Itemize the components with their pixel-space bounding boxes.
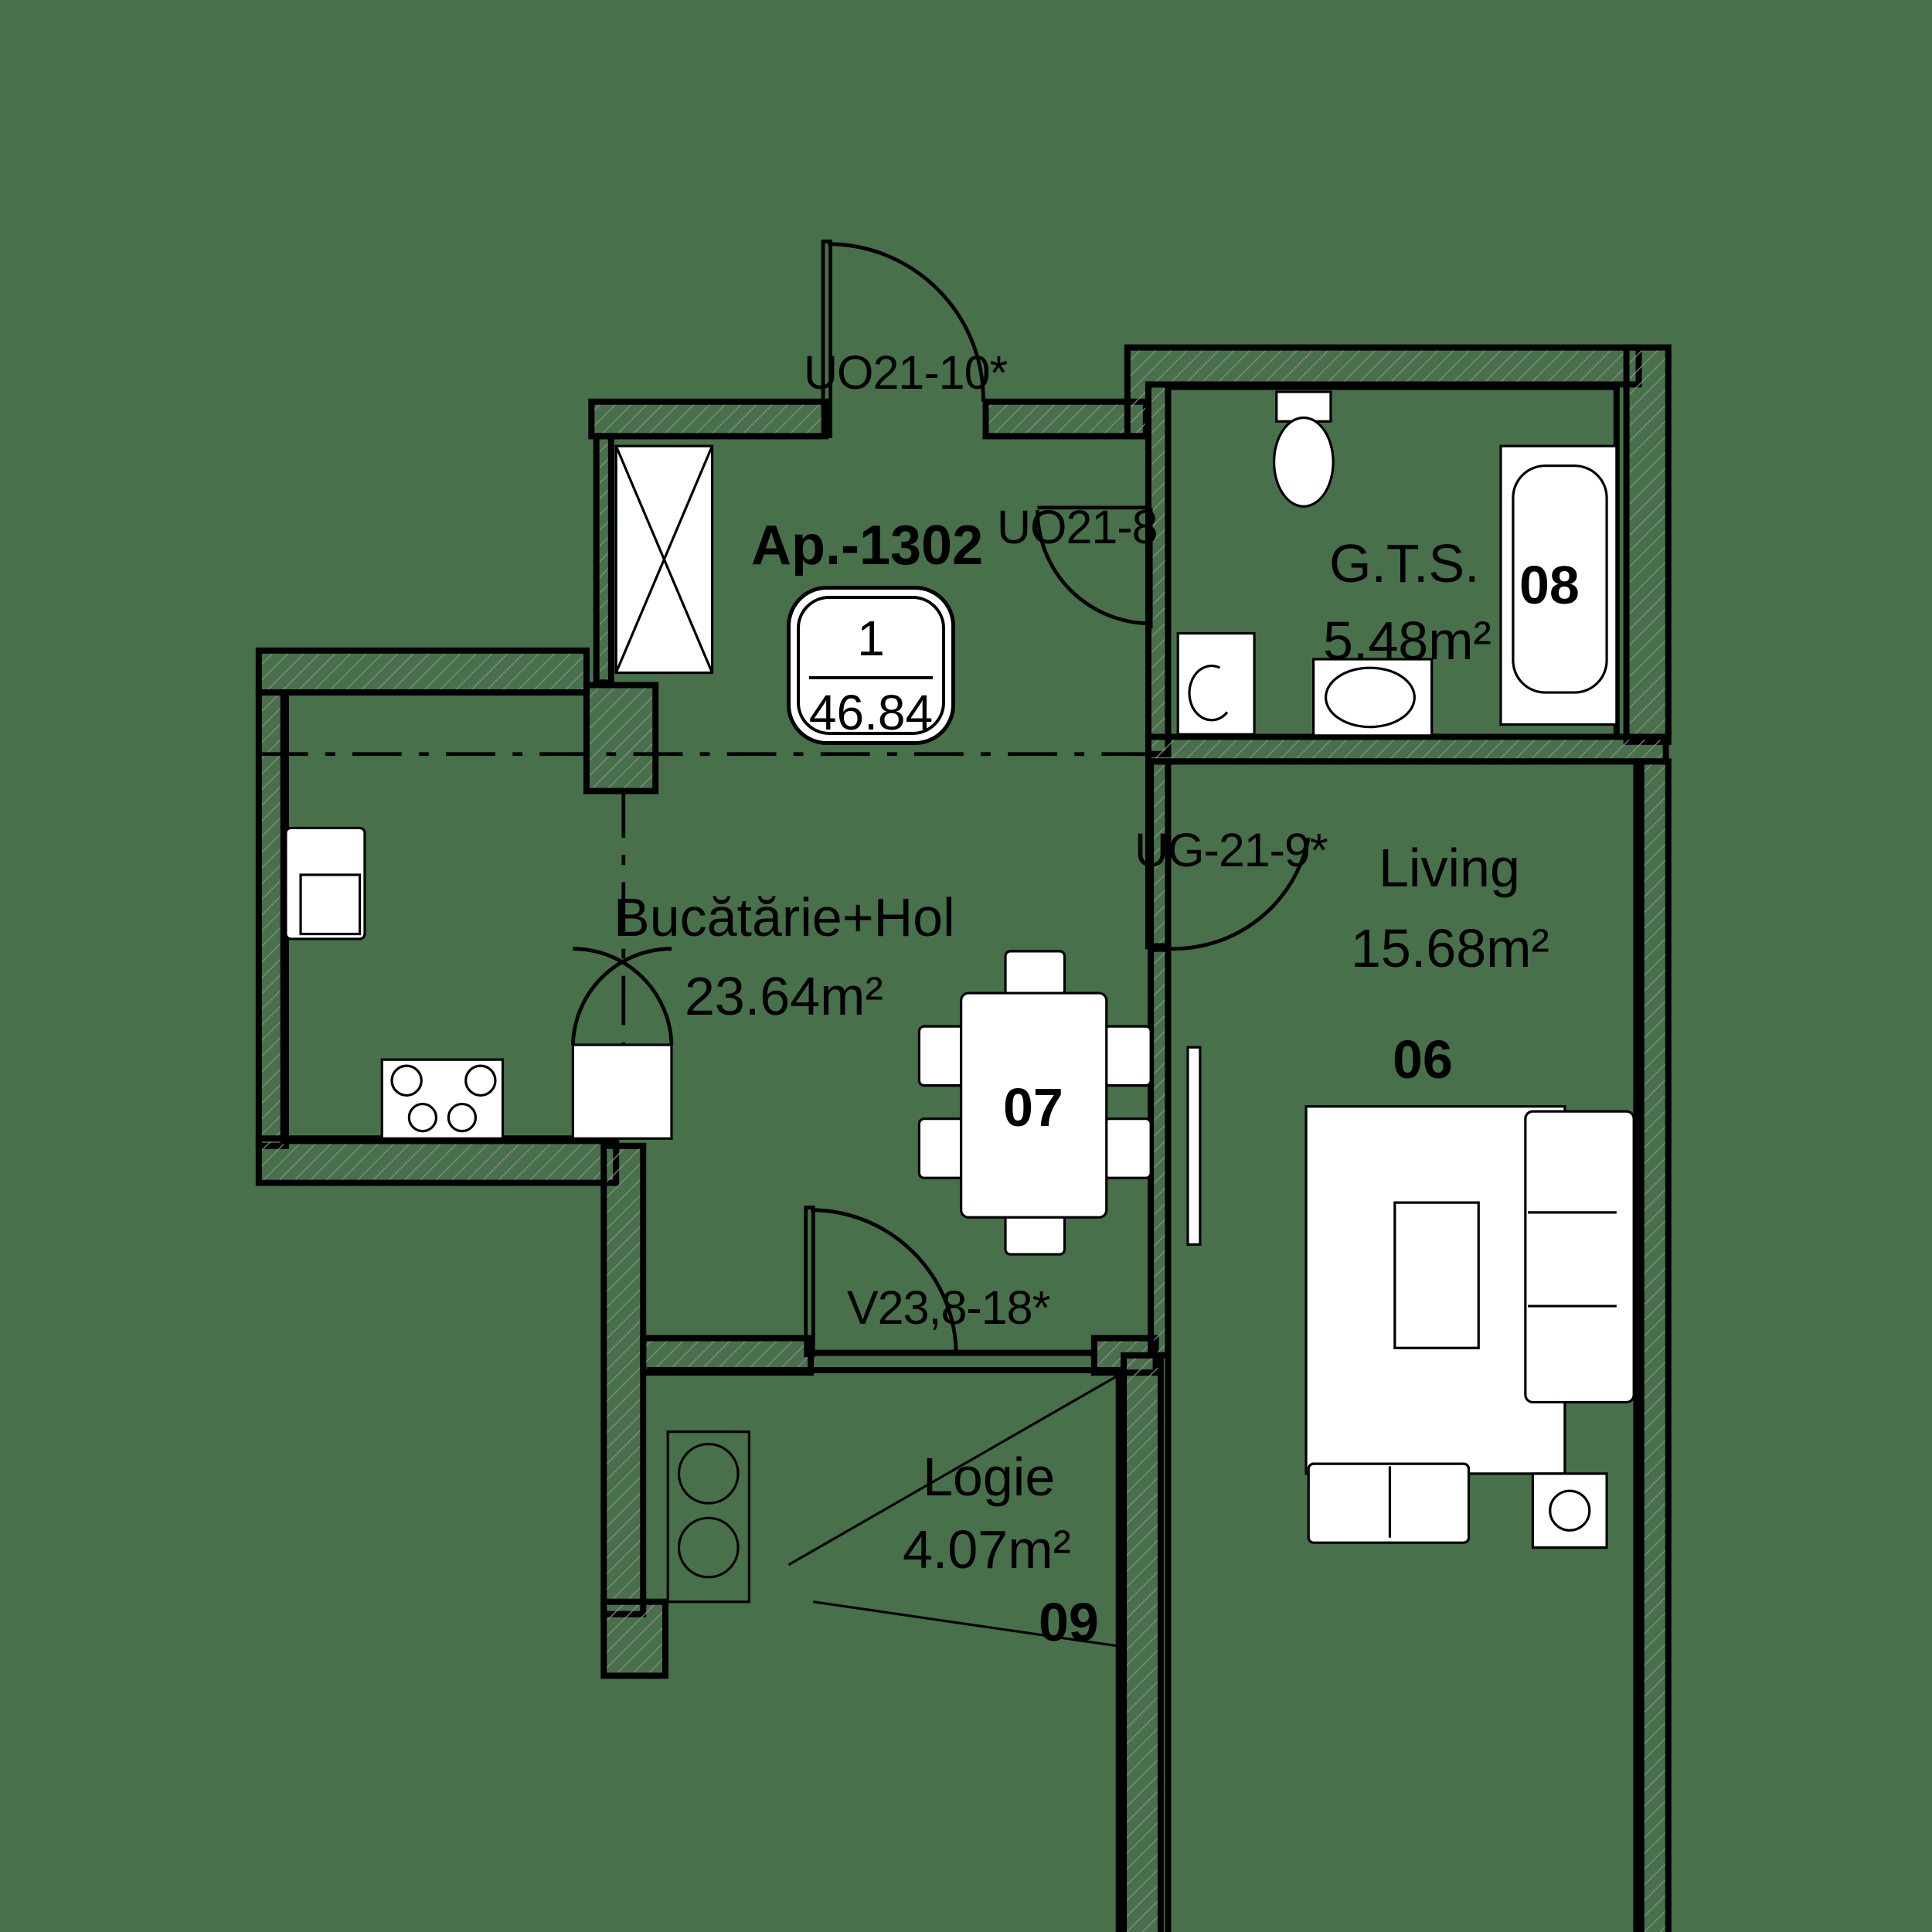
room-number-living: 06 bbox=[1393, 1029, 1453, 1090]
room-area-bathroom: 5.48m² bbox=[1323, 611, 1492, 671]
fixtures bbox=[284, 390, 1635, 1604]
room-name-living: Living bbox=[1379, 838, 1520, 898]
rooms-count: 1 bbox=[857, 611, 885, 666]
total-area: 46.84 bbox=[808, 685, 934, 740]
logia-diagonals bbox=[787, 1373, 1120, 1648]
room-name-logia: Logie bbox=[923, 1447, 1056, 1507]
badge-divider bbox=[809, 676, 933, 679]
room-name-bathroom: G.T.S. bbox=[1329, 533, 1480, 594]
room-area-living: 15.68m² bbox=[1351, 918, 1549, 978]
apartment-badge: 1 46.84 bbox=[787, 586, 955, 745]
door-label-living: UG-21-9* bbox=[1134, 824, 1328, 876]
room-number-logia: 09 bbox=[1039, 1592, 1099, 1652]
room-number-bathroom: 08 bbox=[1519, 555, 1580, 615]
room-number-kitchen-hall: 07 bbox=[1003, 1077, 1063, 1138]
room-name-kitchen-hall: Bucătărie+Hol bbox=[614, 887, 955, 947]
room-area-kitchen-hall: 23.64m² bbox=[685, 966, 883, 1026]
door-label-balcony: V23,8-18* bbox=[847, 1281, 1050, 1334]
room-area-logia: 4.07m² bbox=[903, 1519, 1071, 1580]
door-label-bathroom: UO21-8 bbox=[997, 501, 1158, 553]
axis-lines bbox=[258, 752, 1152, 1060]
apartment-title: Ap.-1302 bbox=[751, 515, 984, 577]
door-label-entrance: UO21-10* bbox=[804, 346, 1008, 399]
door-swings bbox=[570, 240, 1311, 1358]
